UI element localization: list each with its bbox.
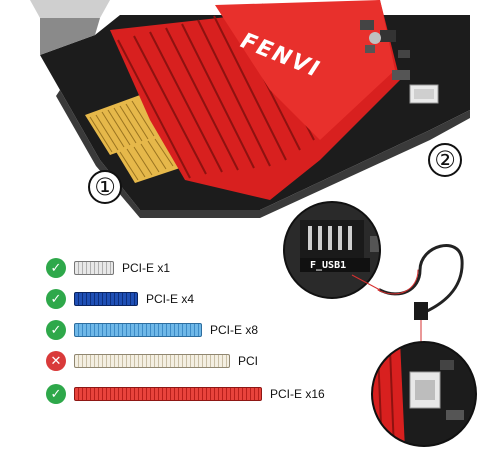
check-icon: ✓ [46,258,66,278]
wifi-card-illustration: FENVI [30,0,470,218]
pcie-x1-slot [74,261,114,275]
pcie-gold-contacts [85,95,180,183]
pcie-x8-slot [74,323,202,337]
check-icon: ✓ [46,289,66,309]
cross-icon: ✕ [46,351,66,371]
slot-label: PCI-E x8 [210,323,259,337]
check-icon: ✓ [46,384,66,404]
slot-row-pcie-x16: ✓ PCI-E x16 [46,383,325,405]
pcie-x16-slot [74,387,262,401]
pcb-components [360,20,410,80]
cable-connector [414,302,428,320]
slot-row-pcie-x8: ✓ PCI-E x8 [46,319,258,341]
slot-label: PCI-E x4 [146,292,195,306]
slot-row-pcie-x1: ✓ PCI-E x1 [46,257,170,279]
slot-label: PCI-E x16 [270,387,325,401]
pcie-x4-slot [74,292,138,306]
slot-row-pci: ✕ PCI [46,350,258,372]
card-connector-inset [372,342,476,446]
check-icon: ✓ [46,320,66,340]
red-heatsink: FENVI [110,0,400,200]
marker-two: ② [428,143,462,177]
f-usb1-label: F_USB1 [310,260,346,271]
metal-bracket [30,0,110,18]
slot-row-pcie-x4: ✓ PCI-E x4 [46,288,194,310]
marker-one: ① [88,170,122,204]
pci-slot [74,354,230,368]
usb-cable [377,244,464,314]
slot-label: PCI [238,354,259,368]
slot-label: PCI-E x1 [122,261,171,275]
